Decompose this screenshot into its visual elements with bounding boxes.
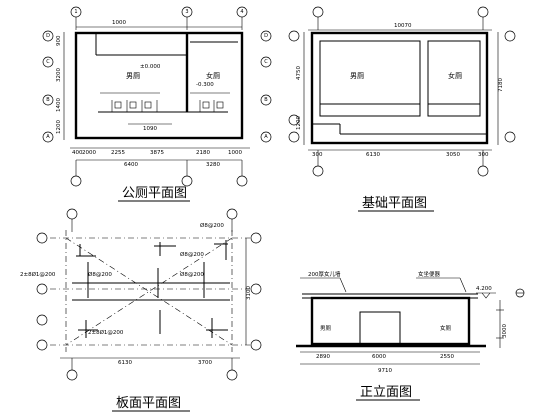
- elevation-label-right: 女坐便器: [418, 270, 441, 278]
- foundation-axis-bottom: [312, 150, 489, 177]
- plan-stalls: [98, 92, 230, 113]
- plan-dim-left: 900: [56, 35, 62, 46]
- foundation-dim-bottom: 300: [478, 152, 489, 158]
- foundation-dim-right: 7180: [498, 78, 504, 92]
- slab-plan: Ø8@200 2±8Ø1@200 Ø8@200 Ø8@200 2±8Ø1@200…: [20, 208, 262, 412]
- foundation-axis-top: [312, 6, 489, 30]
- plan-axis-left: D C B A: [42, 30, 54, 143]
- plan-dim-bottom: 400: [72, 150, 83, 156]
- plan-dim-bottom: 2180: [196, 150, 210, 156]
- plan-level: -0.300: [196, 82, 214, 88]
- elevation-level: 4.200: [476, 286, 492, 292]
- elevation-door: [359, 311, 401, 345]
- plan-room-male: 男厕: [126, 72, 140, 80]
- slab-dim-right: 3100: [246, 286, 252, 300]
- plan-dim-bottom: 3875: [150, 150, 164, 156]
- toilet-plan: 1 3 4 1000 D C B A D C B A: [42, 6, 272, 202]
- front-elevation: 200厚女儿墙 女坐便器 4.200 男厕 女厕 3000 2890 6000 …: [296, 270, 525, 401]
- foundation-room-female: 女厕: [448, 71, 462, 80]
- elevation-dim-bottom: 6000: [372, 354, 386, 360]
- plan-level: ±0.000: [140, 64, 161, 70]
- plan-dim-top: 1000: [112, 20, 126, 26]
- elevation-label-top: 200厚女儿墙: [308, 270, 341, 278]
- elevation-dim-bottom: 2890: [316, 354, 330, 360]
- plan-title: 公厕平面图: [122, 186, 187, 201]
- axis-bubble: [70, 6, 82, 18]
- plan-axis-top: 1 3 4: [70, 6, 248, 30]
- plan-axis-right: D C B A: [260, 30, 272, 143]
- elevation-right-marks: [496, 288, 525, 348]
- foundation-dim-left: 4750: [296, 66, 302, 80]
- foundation-axis-right: [504, 30, 516, 143]
- axis-label: 1: [74, 9, 77, 15]
- plan-dim-bottom: 2255: [111, 150, 125, 156]
- slab-title: 板面平面图: [116, 396, 181, 411]
- plan-dim-left: 3200: [56, 68, 62, 82]
- elevation-wall: [310, 296, 471, 346]
- axis-label: D: [264, 33, 268, 39]
- foundation-dim-left: 1200: [296, 116, 302, 130]
- foundation-title: 基础平面图: [362, 196, 427, 211]
- slab-axis-top: [66, 208, 238, 232]
- axis-label: C: [46, 59, 50, 65]
- axis-label: A: [264, 134, 268, 140]
- slab-axis-bottom: [66, 358, 238, 381]
- slab-label: 2±8Ø1@200: [88, 329, 124, 336]
- elevation-title: 正立面图: [360, 385, 412, 400]
- axis-bubble: [181, 6, 193, 18]
- plan-dim-bottom-2: 6400: [124, 162, 138, 168]
- axis-bubble: [236, 6, 248, 18]
- foundation-dim-bottom: 300: [312, 152, 323, 158]
- axis-label: C: [264, 59, 268, 65]
- slab-dim-bottom: 6130: [118, 360, 132, 366]
- plan-dim-bottom: 1000: [228, 150, 242, 156]
- plan-room-female: 女厕: [206, 71, 220, 80]
- plan-outer-wall: [74, 31, 244, 140]
- elevation-left-text: 男厕: [320, 325, 332, 332]
- plan-dim-left: 1200: [56, 120, 62, 134]
- slab-label: Ø8@200: [200, 222, 224, 229]
- elevation-right-text: 女厕: [440, 324, 452, 332]
- foundation-dim-bottom: 3050: [446, 152, 460, 158]
- plan-dim-bottom: 2000: [82, 150, 96, 156]
- axis-label: D: [46, 33, 50, 39]
- slab-label: Ø8@200: [88, 271, 112, 278]
- slab-rebar: [72, 240, 230, 338]
- plan-dim-inner: 1090: [143, 126, 157, 132]
- slab-label: 2±8Ø1@200: [20, 271, 56, 278]
- axis-label: 4: [240, 9, 243, 15]
- slab-axis-right: [250, 232, 262, 351]
- foundation-room-male: 男厕: [350, 72, 364, 80]
- foundation-axis-left: [288, 30, 300, 143]
- slab-dim-bottom: 3700: [198, 360, 212, 366]
- slab-label: Ø8@200: [180, 251, 204, 258]
- plan-dim-bottom-2: 3280: [206, 162, 220, 168]
- axis-label: A: [46, 134, 50, 140]
- elevation-dim-right: 3000: [502, 324, 508, 338]
- plan-axis-bottom: [70, 160, 248, 187]
- foundation-dim-bottom: 6130: [366, 152, 380, 158]
- axis-label: B: [46, 97, 50, 103]
- slab-label: Ø8@200: [180, 271, 204, 278]
- foundation-dim-top: 10070: [394, 23, 412, 29]
- level-marker-icon: [476, 292, 496, 299]
- elevation-dim-bottom: 2550: [440, 354, 454, 360]
- elevation-dim-total: 9710: [378, 368, 392, 374]
- slab-axis-left: [36, 232, 48, 351]
- foundation-plan: 10070 4750 1200 7180 男厕 女厕 300 6130 3050…: [288, 6, 516, 212]
- plan-dim-left: 1400: [56, 98, 62, 112]
- axis-label: B: [264, 97, 268, 103]
- foundation-outer: [310, 31, 489, 145]
- axis-label: 3: [185, 9, 188, 15]
